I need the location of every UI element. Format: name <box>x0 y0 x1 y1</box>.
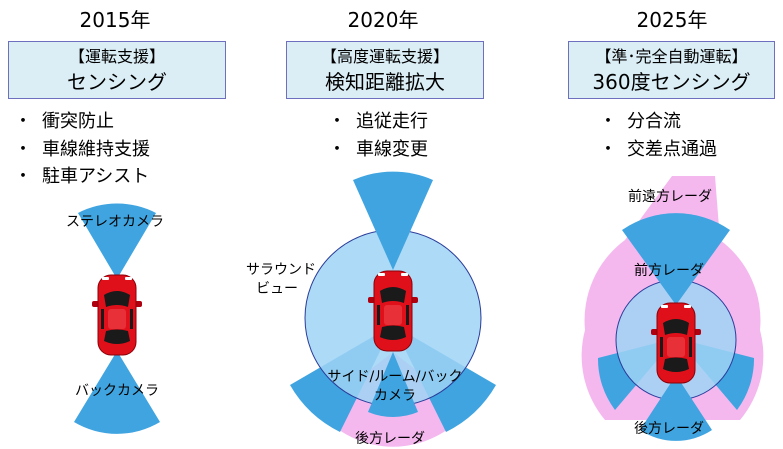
feature-item: ・追従走行 <box>328 111 428 132</box>
feature-item: ・車線維持支援 <box>14 139 150 160</box>
scene-2025 <box>581 176 764 441</box>
stage-title: 【運転支援】 <box>68 47 165 66</box>
label-far-front-radar: 前遠方レーダ <box>628 189 712 205</box>
stage-title: 【準･完全自動運転】 <box>595 47 748 66</box>
car-icon <box>91 274 143 356</box>
label-surround-view: サラウンド ビュー <box>246 262 316 297</box>
feature-item: ・分合流 <box>599 111 681 132</box>
feature-item: ・駐車アシスト <box>14 166 150 187</box>
stage-subtitle: センシング <box>67 70 167 94</box>
far-front-radar-fan <box>622 213 730 305</box>
year-2020: 2020年 <box>347 8 419 32</box>
stage-subtitle: 検知距離拡大 <box>325 70 445 94</box>
car-icon <box>650 302 702 384</box>
stage-subtitle: 360度センシング <box>592 70 751 94</box>
feature-item: ・衝突防止 <box>14 111 114 132</box>
label-front-radar: 前方レーダ <box>634 263 704 279</box>
label-stereo-camera: ステレオカメラ <box>66 214 164 230</box>
label-rear-radar-2020: 後方レーダ <box>355 431 425 447</box>
stage-box-2020: 【高度運転支援】 検知距離拡大 <box>286 41 484 99</box>
year-2015: 2015年 <box>79 8 151 32</box>
scene-2020 <box>290 171 496 447</box>
rear-radar-fan <box>640 375 712 441</box>
stage-box-2015: 【運転支援】 センシング <box>8 41 226 99</box>
label-back-camera: バックカメラ <box>75 383 159 399</box>
front-camera-fan <box>78 203 156 279</box>
label-rear-radar-2025: 後方レーダ <box>634 421 704 437</box>
feature-item: ・車線変更 <box>328 139 428 160</box>
label-side-room-back-camera: サイド/ルーム/バック カメラ <box>327 369 463 404</box>
rear-camera-fan <box>368 352 418 418</box>
rear-camera-fan <box>74 351 160 434</box>
stage-title: 【高度運転支援】 <box>320 47 449 66</box>
year-2025: 2025年 <box>636 8 708 32</box>
car-icon <box>367 270 419 352</box>
stage-box-2025: 【準･完全自動運転】 360度センシング <box>568 41 775 99</box>
front-camera-fan <box>353 171 433 270</box>
feature-item: ・交差点通過 <box>599 139 717 160</box>
scene-2015 <box>74 203 160 434</box>
